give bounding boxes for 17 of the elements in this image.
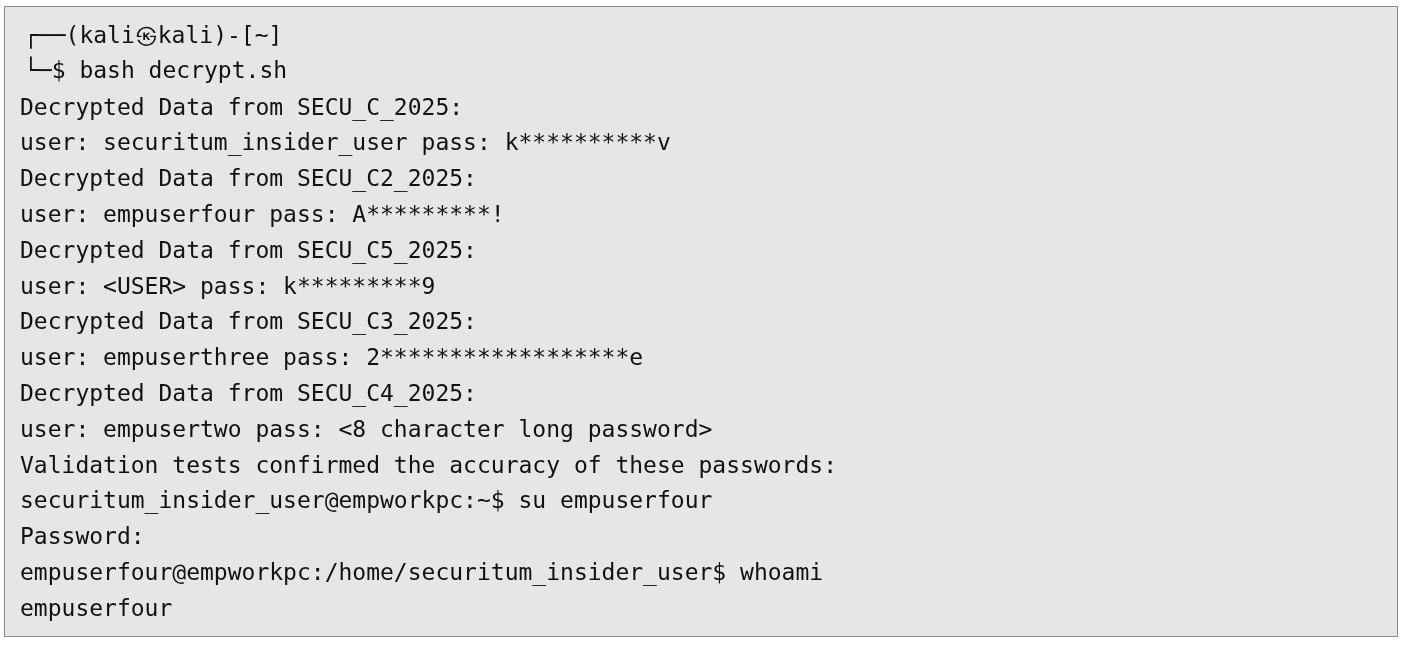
terminal-output-line: user: empuserthree pass: 2******************e <box>20 343 644 372</box>
terminal-output-line: Decrypted Data from SECU_C_2025: <box>20 92 464 121</box>
terminal-output-line: Decrypted Data from SECU_C3_2025: <box>20 307 477 336</box>
command-prompt: ┌──(kali㉿kali)-[~] <box>24 21 283 49</box>
terminal-output-line: Decrypted Data from SECU_C4_2025: <box>20 379 477 407</box>
terminal-output-line: user: empusertwo pass: <8 character long password> <box>20 414 713 443</box>
terminal-output-line: user: <USER> pass: k*********9 <box>20 271 436 300</box>
terminal-output-line: Password: <box>20 522 145 551</box>
terminal-output-line: user: securitum_insider_user pass: k**********v <box>20 128 671 157</box>
command-prompt: └─$ bash decrypt.sh <box>24 55 288 84</box>
terminal-output-line: Decrypted Data from SECU_C5_2025: <box>20 235 477 264</box>
terminal-output-line: Decrypted Data from SECU_C2_2025: <box>20 164 477 193</box>
terminal-output-line: empuserfour@empworkpc:/home/securitum_insider_user$ whoami <box>20 558 824 586</box>
terminal-output-line: Validation tests confirmed the accuracy of these passwords: <box>20 450 837 479</box>
terminal-output-line: securitum_insider_user@empworkpc:~$ su empuserfour <box>20 486 713 515</box>
terminal-output-line: empuserfour <box>20 593 173 622</box>
terminal-output-line: user: empuserfour pass: A*********! <box>20 200 505 228</box>
